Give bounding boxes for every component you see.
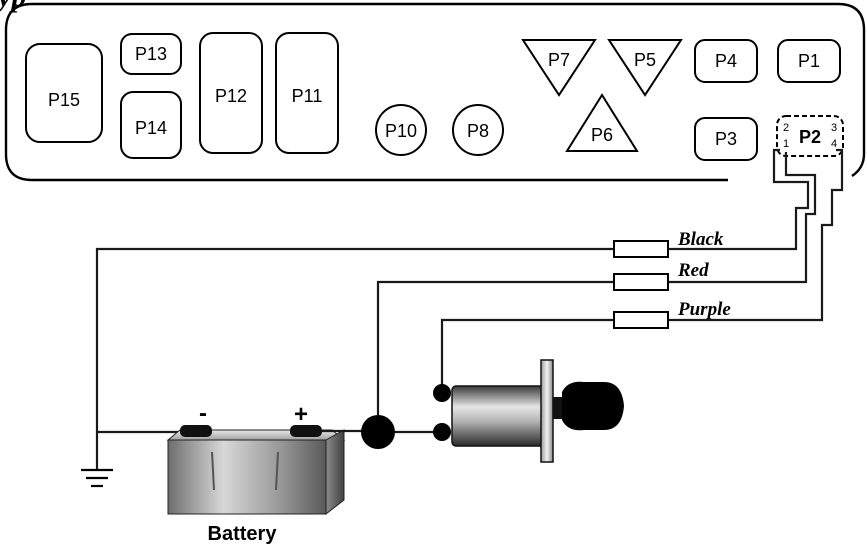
port-p8-label: P8 <box>467 121 489 141</box>
port-p10-label: P10 <box>385 121 417 141</box>
port-p5[interactable]: P5 <box>607 39 683 97</box>
port-p6[interactable]: P6 <box>565 93 639 152</box>
connector-p2-label: P2 <box>799 127 821 147</box>
wire-label-red: Red <box>677 260 709 281</box>
fuse-icon <box>613 311 669 329</box>
heading-fragment: yp <box>0 0 26 13</box>
port-p15-label: P15 <box>48 90 80 110</box>
purple-wire: Purple <box>440 299 731 392</box>
port-p14[interactable]: P14 <box>120 91 182 159</box>
red-wire: Red <box>376 260 709 432</box>
port-p7[interactable]: P7 <box>521 39 597 97</box>
port-p10[interactable]: P10 <box>375 104 427 156</box>
port-p3-label: P3 <box>715 129 737 149</box>
port-p5-label: P5 <box>634 50 656 70</box>
port-p13[interactable]: P13 <box>120 33 182 75</box>
fuse-icon <box>613 273 669 291</box>
port-p4[interactable]: P4 <box>694 39 758 83</box>
battery-icon <box>166 425 378 516</box>
wire-label-purple: Purple <box>677 299 731 320</box>
key-switch-icon[interactable] <box>433 359 624 463</box>
port-p12[interactable]: P12 <box>199 32 263 154</box>
port-p7-label: P7 <box>548 50 570 70</box>
ground-icon <box>81 430 190 488</box>
fuse-icon <box>613 240 669 258</box>
p2-pin-3: 3 <box>831 122 837 134</box>
port-p13-label: P13 <box>135 44 167 64</box>
port-p8[interactable]: P8 <box>452 104 504 156</box>
port-p4-label: P4 <box>715 51 737 71</box>
port-p1[interactable]: P1 <box>777 39 841 83</box>
wire-label-black: Black <box>677 229 724 250</box>
panel-outline <box>4 2 866 182</box>
battery-positive-terminal: + <box>294 401 308 428</box>
p2-pin-2: 2 <box>783 122 789 134</box>
p2-pin-1: 1 <box>783 138 789 150</box>
connector-p2[interactable]: P2 2 3 1 4 <box>776 115 844 157</box>
wire-harness <box>668 148 844 322</box>
port-p11-label: P11 <box>292 86 323 106</box>
port-p3[interactable]: P3 <box>694 117 758 161</box>
port-p6-label: P6 <box>591 125 613 145</box>
battery-negative-terminal: - <box>199 400 207 427</box>
black-wire: Black <box>95 229 724 432</box>
port-p14-label: P14 <box>135 118 167 138</box>
battery-label: Battery <box>208 523 278 545</box>
port-p12-label: P12 <box>215 86 247 106</box>
port-p11[interactable]: P11 <box>275 32 339 154</box>
p2-pin-4: 4 <box>831 138 837 150</box>
port-p15[interactable]: P15 <box>25 43 103 143</box>
junction-icon <box>361 415 442 449</box>
port-p1-label: P1 <box>798 51 820 71</box>
